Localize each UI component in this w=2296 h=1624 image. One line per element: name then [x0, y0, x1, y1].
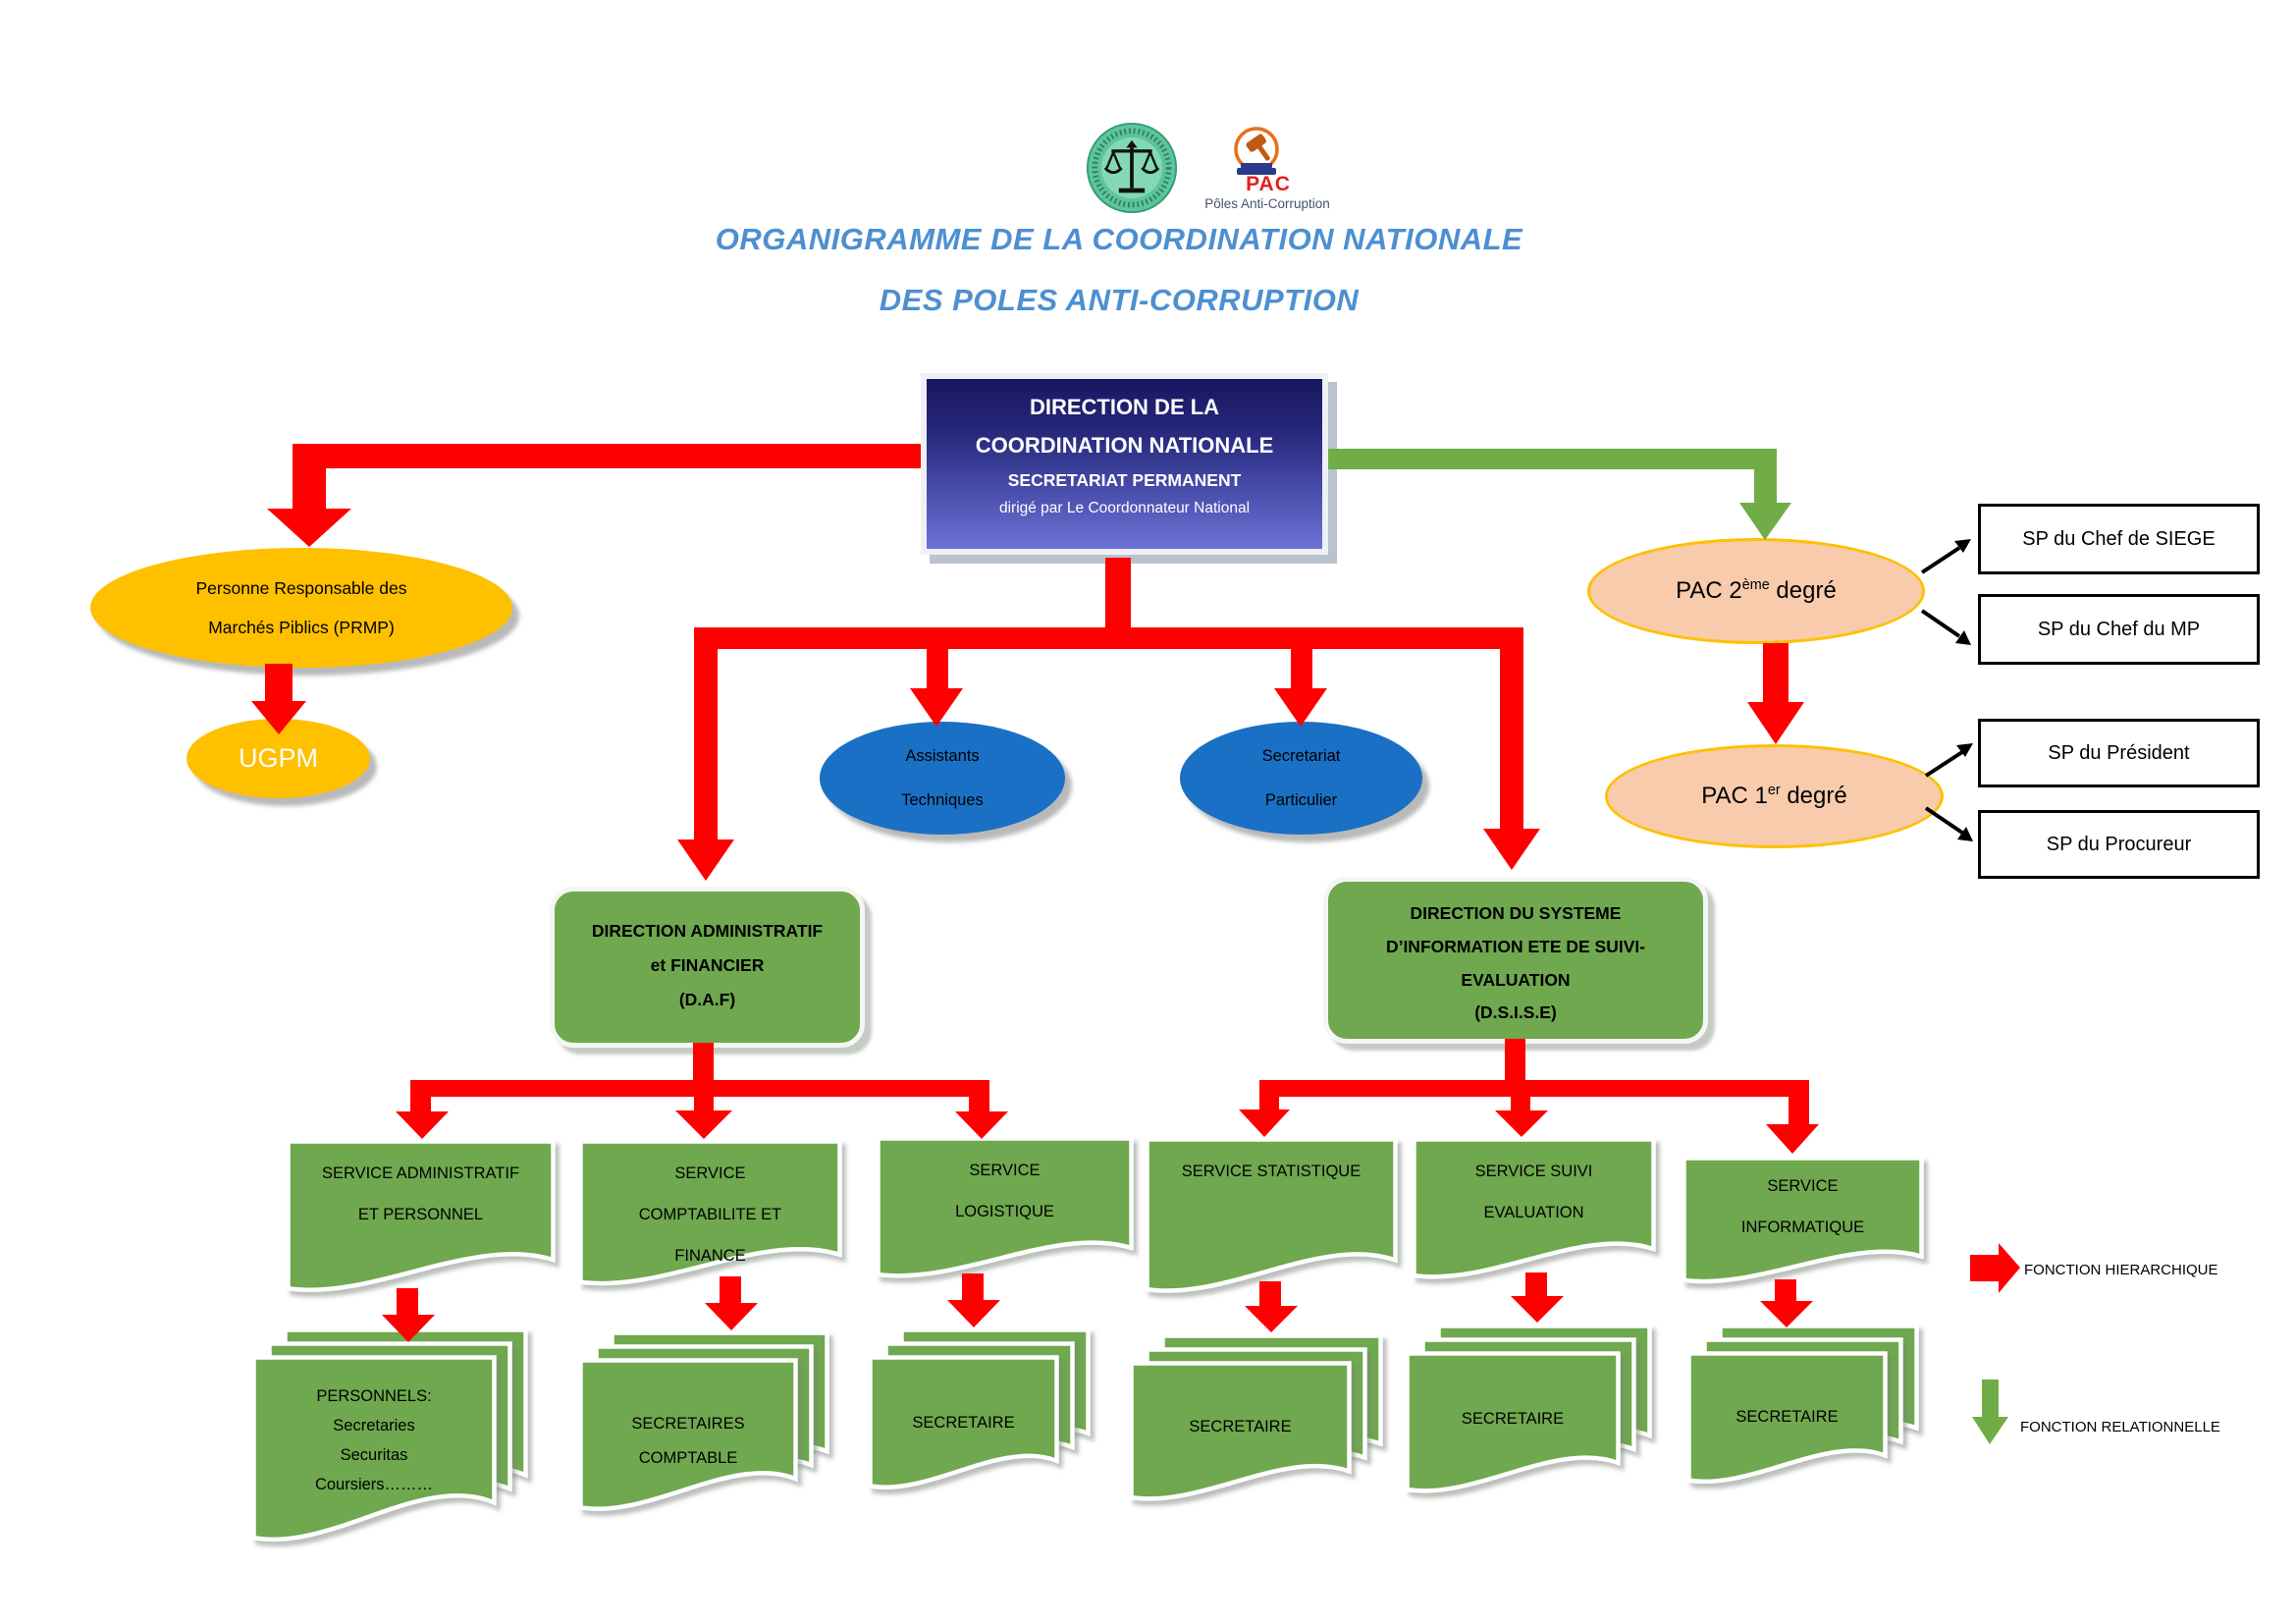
- node-assistants-techniques: Assistants Techniques: [820, 722, 1065, 835]
- stacked-documents-icon: [1405, 1324, 1652, 1493]
- service-administratif-personnel: SERVICE ADMINISTRATIF ET PERSONNEL: [286, 1139, 556, 1298]
- pac1-sup: er: [1767, 783, 1781, 798]
- node-prmp: Personne Responsable des Marchés Piblics…: [90, 548, 512, 668]
- sp-president-label: SP du Président: [2048, 741, 2190, 764]
- daf-line2: et FINANCIER: [650, 955, 765, 975]
- stacked-documents-icon: [868, 1327, 1091, 1489]
- stacked-documents-icon: [1129, 1333, 1383, 1501]
- daf-line1: DIRECTION ADMINISTRATIF: [591, 921, 824, 941]
- direction-line3: SECRETARIAT PERMANENT: [1007, 470, 1242, 490]
- document-shape-icon: [578, 1139, 842, 1286]
- assistants-line1: Assistants: [905, 746, 980, 765]
- pac1-label: PAC 1er degré: [1701, 783, 1846, 810]
- service-logistique: SERVICE LOGISTIQUE: [876, 1136, 1134, 1283]
- document-shape-icon: [876, 1136, 1134, 1278]
- node-dsise: DIRECTION DU SYSTEME D’INFORMATION ETE D…: [1323, 877, 1708, 1044]
- node-pac-1er-degre: PAC 1er degré: [1605, 744, 1944, 848]
- service-label: SERVICE STATISTIQUE: [1181, 1163, 1362, 1180]
- gavel-icon: [1234, 127, 1279, 175]
- staff-label: SECRETAIRE: [1735, 1408, 1839, 1426]
- node-daf: DIRECTION ADMINISTRATIF et FINANCIER (D.…: [550, 887, 865, 1048]
- page-title-line2: DES POLES ANTI-CORRUPTION: [879, 283, 1360, 317]
- pac2-sup: ème: [1741, 577, 1770, 593]
- service-comptabilite-finance: SERVICE COMPTABILITE ET FINANCE: [578, 1139, 842, 1291]
- legend-hierarchique-label: FONCTION HIERARCHIQUE: [2024, 1262, 2218, 1278]
- service-label: SERVICE INFORMATIQUE: [1740, 1177, 1865, 1236]
- staff-label: PERSONNELS: Secretaries Securitas Coursi…: [314, 1387, 434, 1493]
- page-title-line1: ORGANIGRAMME DE LA COORDINATION NATIONAL…: [715, 222, 1523, 256]
- service-label: SERVICE LOGISTIQUE: [955, 1162, 1054, 1220]
- pac2-text: PAC 2: [1676, 577, 1742, 604]
- pac2-label: PAC 2ème degré: [1676, 577, 1837, 605]
- document-shape-icon: [1145, 1137, 1398, 1293]
- staff-stack-secretaire-logistique: SECRETAIRE: [868, 1327, 1096, 1500]
- service-suivi-evaluation: SERVICE SUIVI EVALUATION: [1412, 1137, 1656, 1284]
- document-shape-icon: [286, 1139, 556, 1292]
- node-sp-chef-siege: SP du Chef de SIEGE: [1978, 504, 2260, 574]
- service-label: SERVICE ADMINISTRATIF ET PERSONNEL: [321, 1164, 520, 1223]
- node-pac-2eme-degre: PAC 2ème degré: [1587, 538, 1925, 644]
- sp-mp-label: SP du Chef du MP: [2037, 618, 2201, 640]
- pac-logo-acronym: PAC: [1246, 173, 1291, 195]
- prmp-line1: Personne Responsable des: [195, 578, 407, 598]
- pac1-tail: degré: [1780, 783, 1847, 809]
- dsise-line2: D’INFORMATION ETE DE SUIVI-: [1385, 937, 1646, 956]
- document-shape-icon: [1412, 1137, 1656, 1279]
- node-secretariat-particulier: Secretariat Particulier: [1180, 722, 1422, 835]
- node-ugpm: UGPM: [187, 719, 370, 798]
- staff-label: SECRETAIRES COMPTABLE: [631, 1415, 745, 1467]
- staff-label: SECRETAIRE: [1189, 1418, 1292, 1435]
- pac-logo: PAC Pôles Anti-Corruption: [1204, 126, 1330, 214]
- stacked-documents-icon: [1686, 1324, 1919, 1485]
- staff-label: SECRETAIRE: [1461, 1410, 1565, 1428]
- direction-line4: dirigé par Le Coordonnateur National: [998, 500, 1251, 516]
- stacked-documents-icon: [251, 1327, 528, 1543]
- prmp-line2: Marchés Piblics (PRMP): [208, 618, 395, 637]
- node-sp-chef-mp: SP du Chef du MP: [1978, 594, 2260, 665]
- dsise-line3: EVALUATION: [1461, 970, 1571, 990]
- dsise-line1: DIRECTION DU SYSTEME: [1410, 903, 1622, 923]
- staff-label: SECRETAIRE: [912, 1414, 1015, 1432]
- direction-line2: COORDINATION NATIONALE: [975, 433, 1274, 458]
- document-shape-icon: [1682, 1156, 1924, 1284]
- sp-procureur-label: SP du Procureur: [2046, 833, 2192, 855]
- pac2-tail: degré: [1769, 577, 1837, 604]
- pac1-text: PAC 1: [1701, 783, 1768, 809]
- legend-relationnelle-label: FONCTION RELATIONNELLE: [2020, 1419, 2220, 1435]
- scales-of-justice-logo: [1086, 122, 1178, 214]
- assistants-line2: Techniques: [901, 790, 984, 809]
- secretariat-line1: Secretariat: [1261, 746, 1341, 765]
- scales-of-justice-icon: [1086, 122, 1178, 214]
- sp-siege-label: SP du Chef de SIEGE: [2022, 527, 2216, 550]
- staff-stack-secretaire-suivi: SECRETAIRE: [1405, 1324, 1658, 1504]
- stacked-documents-icon: [578, 1330, 829, 1511]
- secretariat-line2: Particulier: [1264, 790, 1338, 809]
- pac-logo-caption: Pôles Anti-Corruption: [1204, 196, 1330, 211]
- staff-stack-secretaire-statistique: SECRETAIRE: [1129, 1333, 1389, 1512]
- service-informatique: SERVICE INFORMATIQUE: [1682, 1156, 1924, 1288]
- daf-line3: (D.A.F): [678, 990, 736, 1009]
- staff-stack-secretaires-comptable: SECRETAIRES COMPTABLE: [578, 1330, 835, 1523]
- ugpm-label: UGPM: [239, 743, 318, 773]
- dsise-line4: (D.S.I.S.E): [1474, 1002, 1557, 1022]
- node-sp-procureur: SP du Procureur: [1978, 810, 2260, 879]
- direction-line1: DIRECTION DE LA: [1029, 395, 1220, 419]
- service-label: SERVICE SUIVI EVALUATION: [1474, 1163, 1593, 1221]
- node-direction-coordination-nationale: DIRECTION DE LA COORDINATION NATIONALE S…: [921, 373, 1328, 555]
- node-sp-president: SP du Président: [1978, 719, 2260, 787]
- staff-stack-secretaire-informatique: SECRETAIRE: [1686, 1324, 1925, 1494]
- staff-stack-personnels: PERSONNELS: Secretaries Securitas Coursi…: [251, 1327, 534, 1555]
- service-statistique: SERVICE STATISTIQUE: [1145, 1137, 1398, 1299]
- service-label: SERVICE COMPTABILITE ET FINANCE: [638, 1164, 782, 1265]
